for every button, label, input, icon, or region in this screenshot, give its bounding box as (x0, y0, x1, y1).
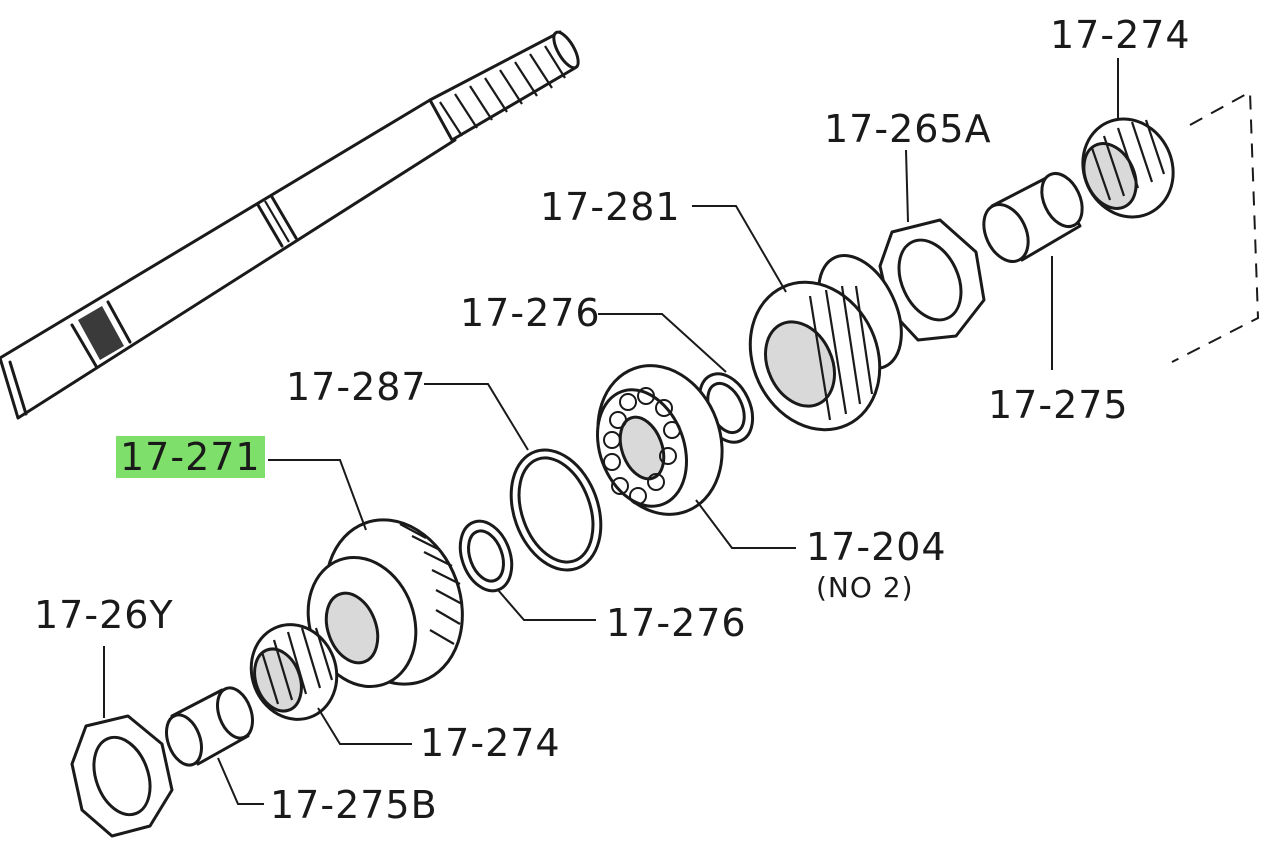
label-17-275: 17-275 (988, 383, 1129, 427)
sleeve-17-275B (165, 686, 254, 767)
label-17-271-highlighted: 17-271 (116, 436, 265, 478)
label-17-265A: 17-265A (824, 107, 992, 151)
thrust-washer-lower (458, 519, 514, 593)
sleeve-17-275 (982, 172, 1084, 263)
label-17-281: 17-281 (540, 185, 681, 229)
label-17-274-bottom: 17-274 (420, 721, 561, 765)
label-17-276-upper: 17-276 (460, 291, 601, 335)
label-17-275B: 17-275B (270, 783, 438, 827)
needle-bearing-top (1081, 117, 1175, 219)
label-17-204-sub: (NO 2) (816, 571, 914, 604)
main-shaft (0, 30, 580, 420)
label-17-204: 17-204 (806, 525, 947, 569)
ball-bearing-17-204 (596, 364, 724, 516)
label-17-26Y: 17-26Y (34, 593, 174, 637)
lock-nut-17-26Y (70, 714, 174, 838)
leader-lines (103, 58, 1119, 805)
needle-bearing-bottom (249, 623, 339, 721)
snap-ring-17-287 (509, 448, 603, 572)
gear-17-271 (306, 518, 464, 689)
gear-17-281 (748, 254, 903, 432)
label-17-274-top: 17-274 (1050, 13, 1191, 57)
label-17-287: 17-287 (286, 365, 427, 409)
dashed-bracket (1171, 90, 1260, 363)
label-17-276-lower: 17-276 (606, 601, 747, 645)
